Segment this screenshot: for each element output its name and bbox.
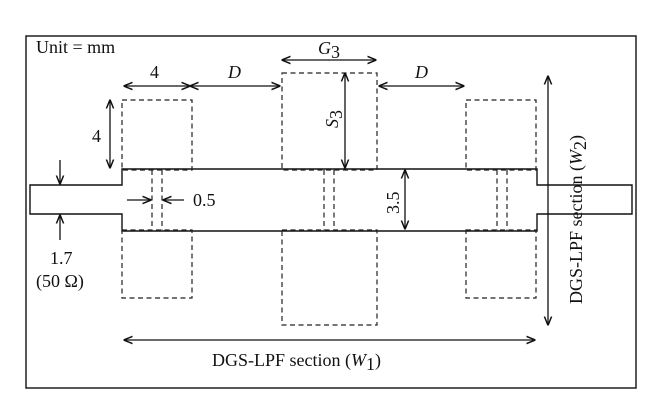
unit-label: Unit = mm (36, 37, 115, 57)
dgs-left-bottom-square (121, 229, 193, 299)
dim-label-gap-left: D (227, 62, 241, 82)
dim-label-center-width: G3 (318, 38, 340, 62)
dim-label-center-height: S3 (322, 110, 346, 128)
microstrip-line (29, 168, 633, 232)
dgs-center-bottom-rect (281, 229, 378, 326)
dim-label-dgs-width: 4 (150, 62, 159, 82)
dim-label-feed-width: 1.7 (50, 248, 73, 268)
dgs-right-top-square (465, 99, 537, 171)
dgs-right-bottom-square (465, 229, 537, 299)
section-label-w1: DGS-LPF section (W1) (212, 350, 381, 374)
section-label-w2: DGS-LPF section (W2) (566, 135, 590, 304)
dgs-left-top-square (121, 99, 193, 171)
dim-label-slot-gap: 0.5 (193, 190, 216, 210)
dgs-center-top-rect (281, 72, 378, 171)
dim-label-dgs-height: 4 (92, 126, 101, 146)
substrate-outline (25, 35, 637, 389)
dim-label-line-width: 3.5 (383, 192, 403, 215)
dim-label-feed-impedance: (50 Ω) (36, 271, 84, 292)
dim-label-gap-right: D (414, 62, 428, 82)
